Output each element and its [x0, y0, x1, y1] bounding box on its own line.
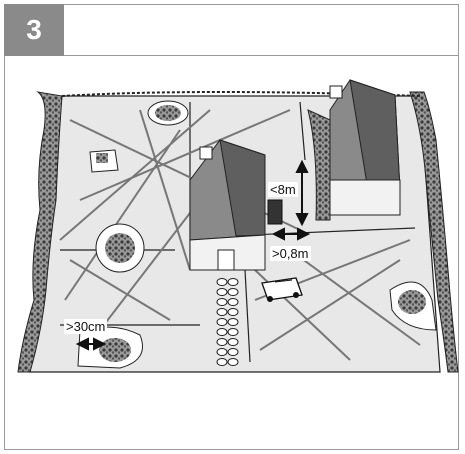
step-number-badge: 3	[4, 4, 64, 56]
header-band	[64, 4, 459, 56]
robotic-mower	[261, 277, 303, 302]
step-number: 3	[26, 14, 42, 45]
charging-station	[267, 199, 283, 225]
passage-width-label: >0,8m	[270, 246, 311, 261]
garden-box	[89, 149, 119, 173]
stepping-stones	[216, 278, 239, 366]
clearance-label: >30cm	[64, 319, 108, 334]
dimension-arrows	[75, 159, 311, 351]
house-center	[189, 139, 266, 271]
hedge-right	[409, 91, 459, 373]
hedge-left	[17, 91, 63, 373]
house-right	[307, 79, 401, 221]
distance-label: <8m	[268, 182, 298, 197]
flower-beds	[77, 100, 437, 369]
